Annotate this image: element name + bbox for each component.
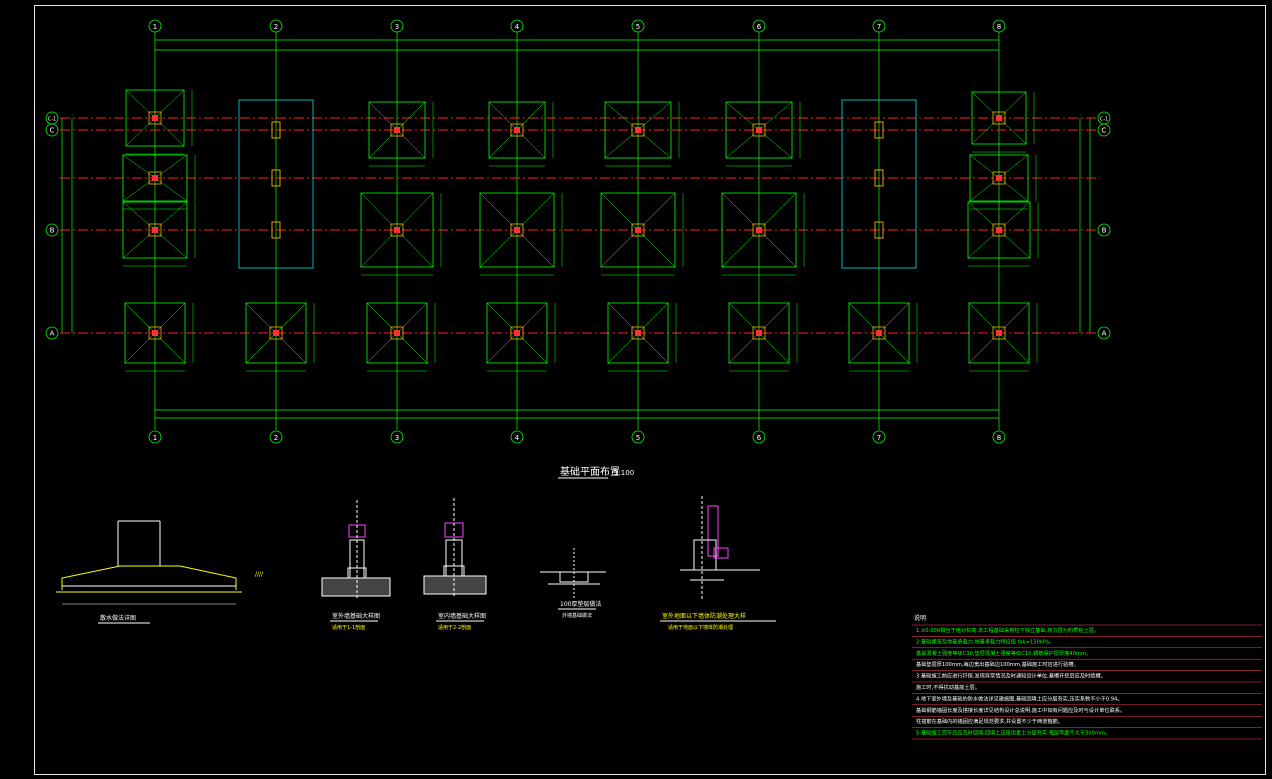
note-line: 4.地下室外墙及基础的防水做法详见建施图,基础回填土应分层夯实,压实系数不小于0… <box>916 694 1123 702</box>
footing <box>124 302 194 372</box>
drawing-frame <box>34 5 1266 775</box>
strip-footing <box>841 99 917 269</box>
axis-label-x: 6 <box>757 23 762 31</box>
axis-label-y: A <box>50 330 55 338</box>
footing <box>600 192 684 276</box>
detail-apron: //// 散水做法详图 <box>56 520 264 624</box>
axis-label-x: 1 <box>153 434 157 442</box>
footing <box>366 302 436 372</box>
footing <box>725 101 801 167</box>
axis-label-x: 2 <box>274 434 278 442</box>
plan-title: 基础平面布置 <box>560 465 620 478</box>
axis-label-x: 7 <box>877 23 881 31</box>
detail-exterior-wall-footing: 室外墙基础大样图 适用于1-1剖面 <box>321 500 391 631</box>
axis-label-y: C <box>50 127 55 135</box>
axis-label-x: 4 <box>515 23 520 31</box>
detail-4-title: 100厚垫层做法 <box>560 600 601 608</box>
footing <box>368 101 434 167</box>
footing <box>122 154 196 210</box>
dimension-lines <box>61 39 1091 419</box>
footing <box>488 101 554 167</box>
note-line: 柱插筋在基础内的锚固应满足规范要求,并设置不少于两道箍筋。 <box>916 717 1063 725</box>
detail-4-sub: 外墙基础做法 <box>562 612 592 619</box>
detail-dampproof: 室外地面以下墙体防潮处理大样 适用于地面以下墙体防潮处理 <box>660 496 776 631</box>
note-line: 施工时,不得扰动基底土层。 <box>916 683 980 691</box>
note-line: 基础垫层厚100mm,每边宽出基础边100mm,基础施工时应进行验槽。 <box>916 660 1079 668</box>
footing <box>971 91 1035 153</box>
detail-apron-title: 散水做法详图 <box>100 614 136 622</box>
axis-label-y: C-1 <box>1100 117 1108 123</box>
footing <box>360 192 442 276</box>
note-line: 3.基础施工前应进行钎探,发现异常情况及时通知设计单位,基槽开挖后应及时验槽。 <box>916 672 1106 680</box>
detail-5-title: 室外地面以下墙体防潮处理大样 <box>662 612 746 620</box>
svg-text:////: //// <box>255 571 264 578</box>
axis-label-x: 1 <box>153 23 157 31</box>
detail-2-sub: 适用于1-1剖面 <box>332 624 365 631</box>
axis-label-x: 8 <box>997 23 1001 31</box>
footing <box>848 302 918 372</box>
detail-interior-wall-footing: 室内墙基础大样图 适用于2-2剖面 <box>423 498 487 631</box>
footing <box>486 302 556 372</box>
axis-label-y: B <box>50 227 55 235</box>
axis-label-y: C-1 <box>48 117 56 123</box>
detail-cushion-layer: 100厚垫层做法 外墙基础做法 <box>540 548 606 619</box>
plan-scale: 1:100 <box>614 469 634 477</box>
axis-label-y: B <box>1102 227 1107 235</box>
footing <box>245 302 315 372</box>
detail-5-sub: 适用于地面以下墙体防潮处理 <box>668 624 733 631</box>
footing <box>969 154 1037 210</box>
axis-label-x: 5 <box>636 434 640 442</box>
footing <box>479 192 563 276</box>
note-line: 1.±0.000相当于绝对标高,本工程基础采用柱下独立基础,持力层为粉质粘土层。 <box>916 626 1099 634</box>
axis-label-x: 8 <box>997 434 1001 442</box>
footing <box>604 101 680 167</box>
detail-2-title: 室外墙基础大样图 <box>332 612 380 620</box>
footing <box>967 201 1039 267</box>
detail-3-title: 室内墙基础大样图 <box>438 612 486 620</box>
footing <box>721 192 805 276</box>
note-line: 基础钢筋锚固长度及搭接长度详见结构设计总说明,施工中如有问题应及时与设计单位联系… <box>916 706 1125 714</box>
footing <box>122 201 196 267</box>
footing <box>607 302 677 372</box>
axis-label-x: 7 <box>877 434 881 442</box>
strip-footing <box>238 99 314 269</box>
axis-label-y: C <box>1102 127 1107 135</box>
note-line: 2.基础埋深及地基承载力,地基承载力特征值 fak=150kPa。 <box>916 637 1054 645</box>
axis-label-x: 2 <box>274 23 278 31</box>
notes-title: 说明 <box>914 614 926 622</box>
axis-label-x: 3 <box>395 434 399 442</box>
notes-block: 说明 1.±0.000相当于绝对标高,本工程基础采用柱下独立基础,持力层为粉质粘… <box>912 614 1262 740</box>
axis-label-y: A <box>1102 330 1107 338</box>
footing <box>728 302 798 372</box>
axis-label-x: 3 <box>395 23 399 31</box>
note-line: 基础混凝土强度等级C30,垫层混凝土强度等级C15,钢筋保护层厚度40mm。 <box>916 649 1091 657</box>
footing <box>125 89 193 155</box>
axis-label-x: 4 <box>515 434 520 442</box>
note-line: 5.基础施工完毕后应及时回填,回填土应采用素土分层夯实,每层厚度不大于300mm… <box>916 729 1110 737</box>
detail-3-sub: 适用于2-2剖面 <box>438 624 471 631</box>
footing <box>968 302 1038 372</box>
axis-label-x: 6 <box>757 434 762 442</box>
axis-lines <box>60 30 1100 430</box>
footings-layer <box>122 89 1039 372</box>
axis-label-x: 5 <box>636 23 640 31</box>
